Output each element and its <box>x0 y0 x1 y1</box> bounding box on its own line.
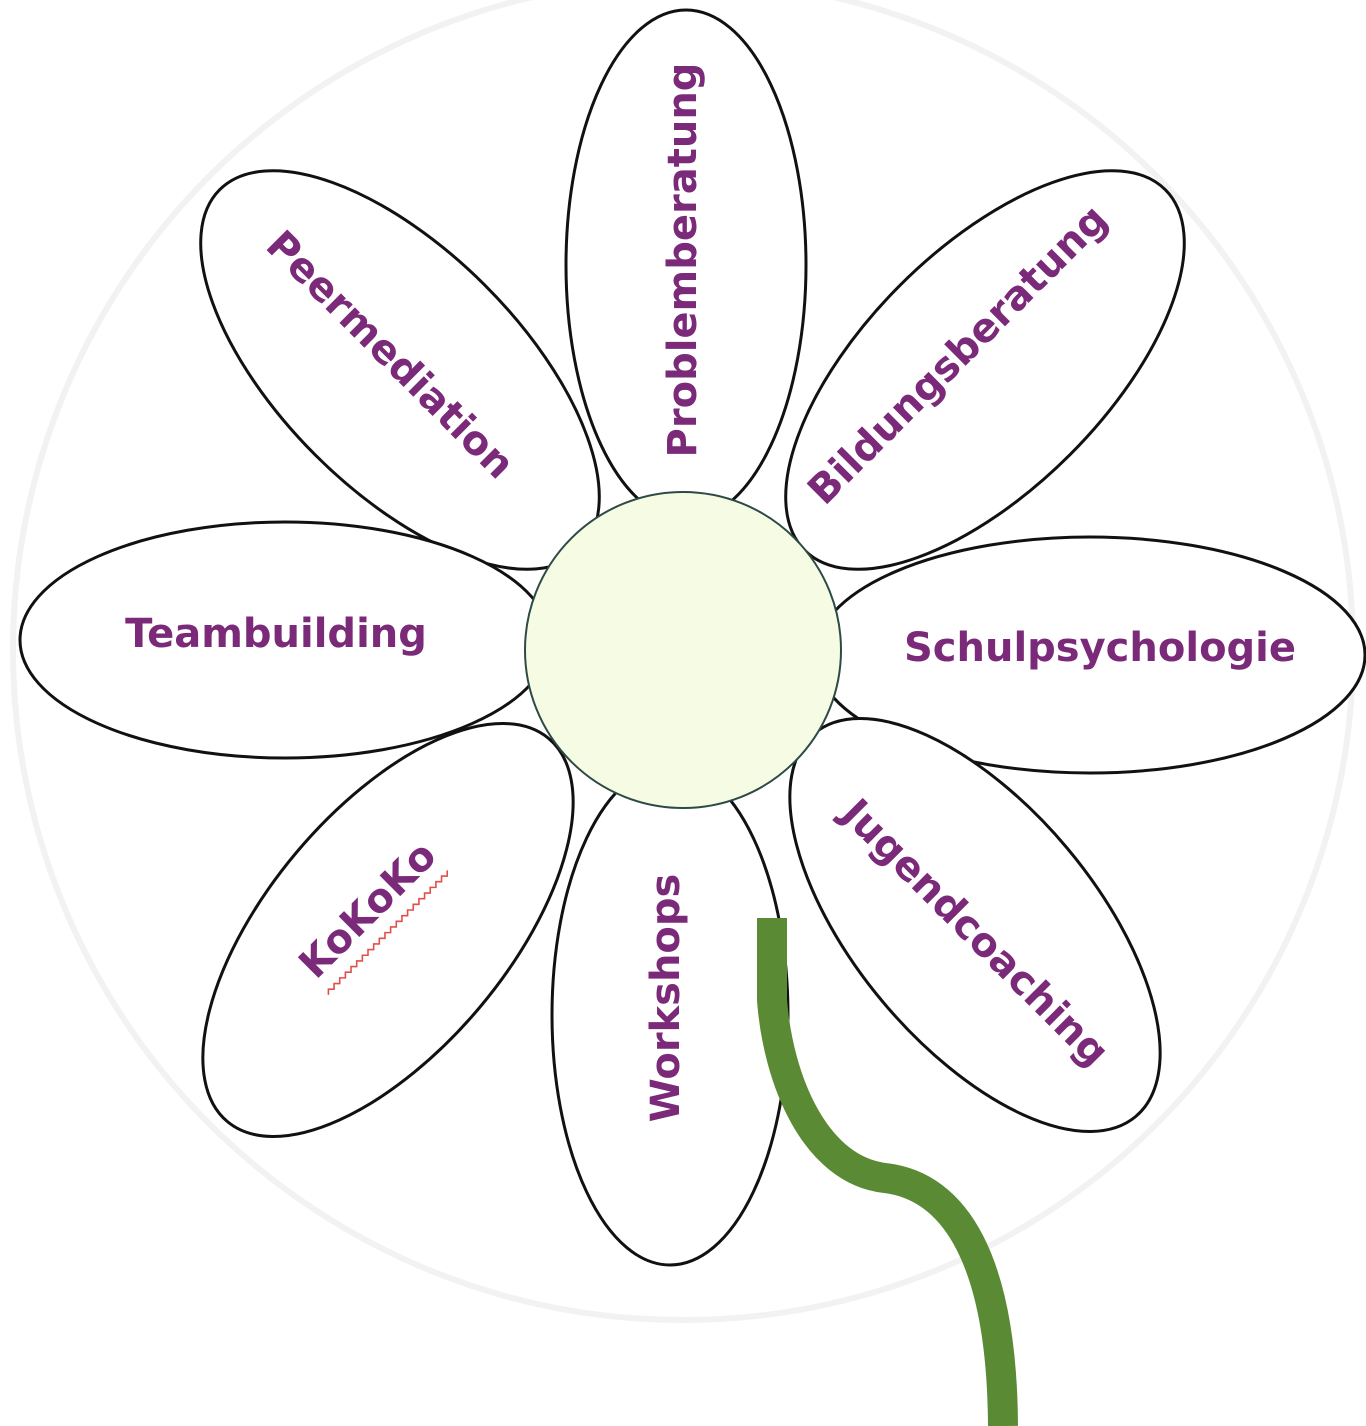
petal-kokoko <box>201 722 575 1138</box>
label-schulpsychologie: Schulpsychologie <box>904 625 1296 671</box>
flower-stem <box>757 918 1018 1426</box>
label-problemberatung: Problemberatung <box>660 63 706 458</box>
label-workshops: Workshops <box>643 874 689 1123</box>
label-teambuilding: Teambuilding <box>125 611 427 657</box>
flower-center <box>524 491 842 809</box>
spellcheck-underline <box>327 870 448 995</box>
